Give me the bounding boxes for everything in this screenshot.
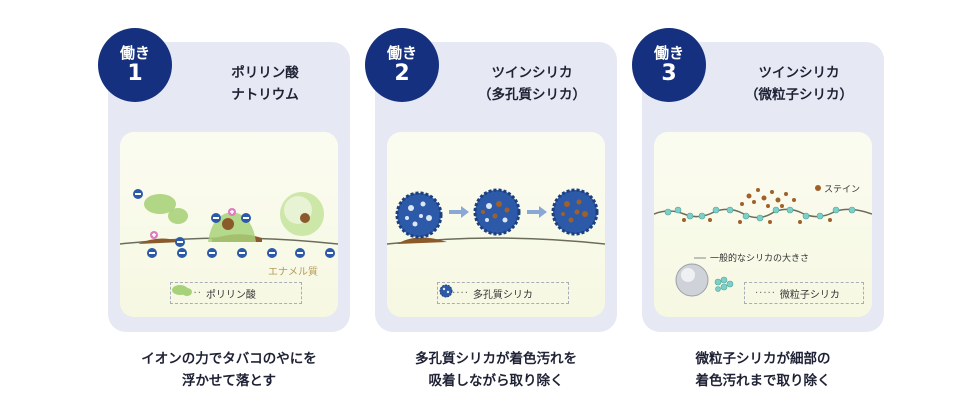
illustration-porous-silica: ····· 多孔質シリカ (387, 132, 605, 317)
polyphosphate-diagram: エナメル質 (120, 189, 338, 278)
badge-number: 1 (127, 61, 143, 86)
panel-title-line: ナトリウム (231, 87, 299, 103)
general-silica-label: 一般的なシリカの大きさ (710, 252, 809, 264)
feature-panel-3: 働き 3 ツインシリカ （微粒子シリカ） (632, 28, 884, 332)
general-silica-sphere (675, 263, 709, 297)
porous-silica-diagram (387, 188, 605, 245)
feature-panel-2: 働き 2 ツインシリカ （多孔質シリカ） (365, 28, 617, 332)
illustration-polyphosphate: エナメル質 ····· ポリリン酸 (120, 132, 338, 317)
panel-title: ツインシリカ （多孔質シリカ） (455, 62, 609, 106)
badge-label: 働き (653, 44, 684, 62)
legend-label: 多孔質シリカ (472, 289, 533, 301)
illustration-fine-silica: ステイン 一般的なシリカの大きさ ····· 微粒子シリカ (654, 132, 872, 317)
panel-title-line: （多孔質シリカ） (478, 87, 586, 103)
legend-label: 微粒子シリカ (779, 289, 840, 301)
feature-badge-1: 働き 1 (98, 28, 172, 102)
panel-title-line: （微粒子シリカ） (745, 87, 853, 103)
badge-label: 働き (386, 44, 417, 62)
porous-silica-sphere-2 (473, 188, 521, 236)
polyphosphate-icon (172, 285, 192, 296)
caption-line: 着色汚れまで取り除く (695, 373, 831, 389)
legend-fine-silica: ····· 微粒子シリカ (744, 282, 864, 304)
caption-2: 多孔質シリカが着色汚れを 吸着しながら取り除く (375, 348, 617, 392)
caption-line: 多孔質シリカが着色汚れを (415, 351, 577, 367)
caption-line: 浮かせて落とす (181, 373, 277, 389)
feature-badge-3: 働き 3 (632, 28, 706, 102)
porous-silica-sphere-3 (551, 188, 599, 236)
caption-3: 微粒子シリカが細部の 着色汚れまで取り除く (642, 348, 884, 392)
badge-number: 2 (394, 61, 410, 86)
feature-badge-2: 働き 2 (365, 28, 439, 102)
porous-silica-sphere-1 (395, 191, 443, 239)
caption-line: 微粒子シリカが細部の (695, 351, 831, 367)
badge-label: 働き (119, 44, 150, 62)
panel-title-line: ツインシリカ (758, 65, 840, 81)
porous-silica-icon (439, 284, 453, 298)
legend-label: ポリリン酸 (205, 289, 256, 301)
enamel-label: エナメル質 (268, 265, 318, 278)
caption-line: 吸着しながら取り除く (428, 373, 564, 389)
panel-title-line: ツインシリカ (491, 65, 573, 81)
fine-silica-diagram: ステイン 一般的なシリカの大きさ (654, 184, 872, 297)
caption-line: イオンの力でタバコのやにを (141, 351, 317, 367)
stain-label: ステイン (824, 184, 860, 195)
panel-title: ツインシリカ （微粒子シリカ） (722, 62, 876, 106)
feature-panel-1: 働き 1 ポリリン酸 ナトリウム (98, 28, 350, 332)
legend-porous-silica: ····· 多孔質シリカ (437, 282, 569, 304)
panel-title: ポリリン酸 ナトリウム (188, 62, 342, 106)
badge-number: 3 (661, 61, 677, 86)
panel-title-line: ポリリン酸 (231, 65, 299, 81)
caption-1: イオンの力でタバコのやにを 浮かせて落とす (108, 348, 350, 392)
legend-polyphosphate: ····· ポリリン酸 (170, 282, 302, 304)
